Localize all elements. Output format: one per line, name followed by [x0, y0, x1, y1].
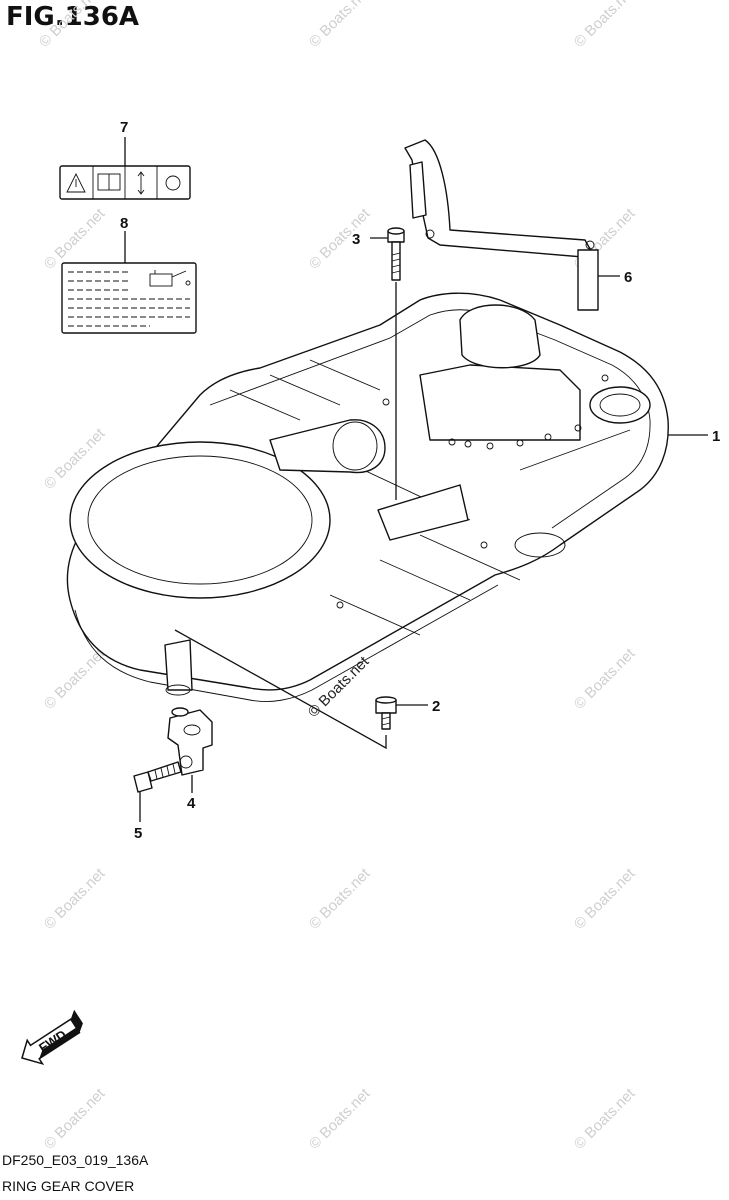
- diagram-name: RING GEAR COVER: [2, 1178, 135, 1194]
- callout-8: 8: [120, 215, 128, 232]
- bracket-part: [404, 139, 599, 311]
- short-bolt-part: [375, 696, 397, 730]
- label-oil-part: [61, 262, 197, 334]
- watermark: © Boats.net: [571, 1085, 639, 1153]
- watermark: © Boats.net: [306, 1085, 374, 1153]
- watermark: © Boats.net: [41, 1085, 109, 1153]
- label-warning-part: [59, 165, 191, 200]
- callout-5: 5: [134, 825, 142, 842]
- watermark: © Boats.net: [571, 865, 639, 933]
- watermark: © Boats.net: [306, 0, 374, 51]
- watermark: © Boats.net: [41, 865, 109, 933]
- callout-6: 6: [624, 269, 632, 286]
- forward-arrow-icon: FWD: [21, 1009, 83, 1066]
- watermark: © Boats.net: [571, 645, 639, 713]
- clamp-part: [167, 707, 213, 776]
- figure-title: FIG.136A: [6, 2, 140, 32]
- ring-gear-cover-part: [66, 292, 669, 702]
- warning-triangle-icon: [66, 172, 86, 193]
- callout-1: 1: [712, 428, 720, 445]
- watermark: © Boats.net: [306, 865, 374, 933]
- callout-7: 7: [120, 119, 128, 136]
- rotation-icon: [165, 175, 181, 191]
- long-bolt-part: [387, 227, 405, 281]
- oil-can-icon: [149, 270, 191, 287]
- watermark: © Boats.net: [306, 205, 374, 273]
- watermark: © Boats.net: [571, 0, 639, 51]
- callout-2: 2: [432, 698, 440, 715]
- screw-part: [133, 761, 182, 793]
- callout-3: 3: [352, 231, 360, 248]
- diagram-code: DF250_E03_019_136A: [2, 1152, 149, 1168]
- watermark: © Boats.net: [36, 0, 104, 51]
- callout-4: 4: [187, 795, 196, 812]
